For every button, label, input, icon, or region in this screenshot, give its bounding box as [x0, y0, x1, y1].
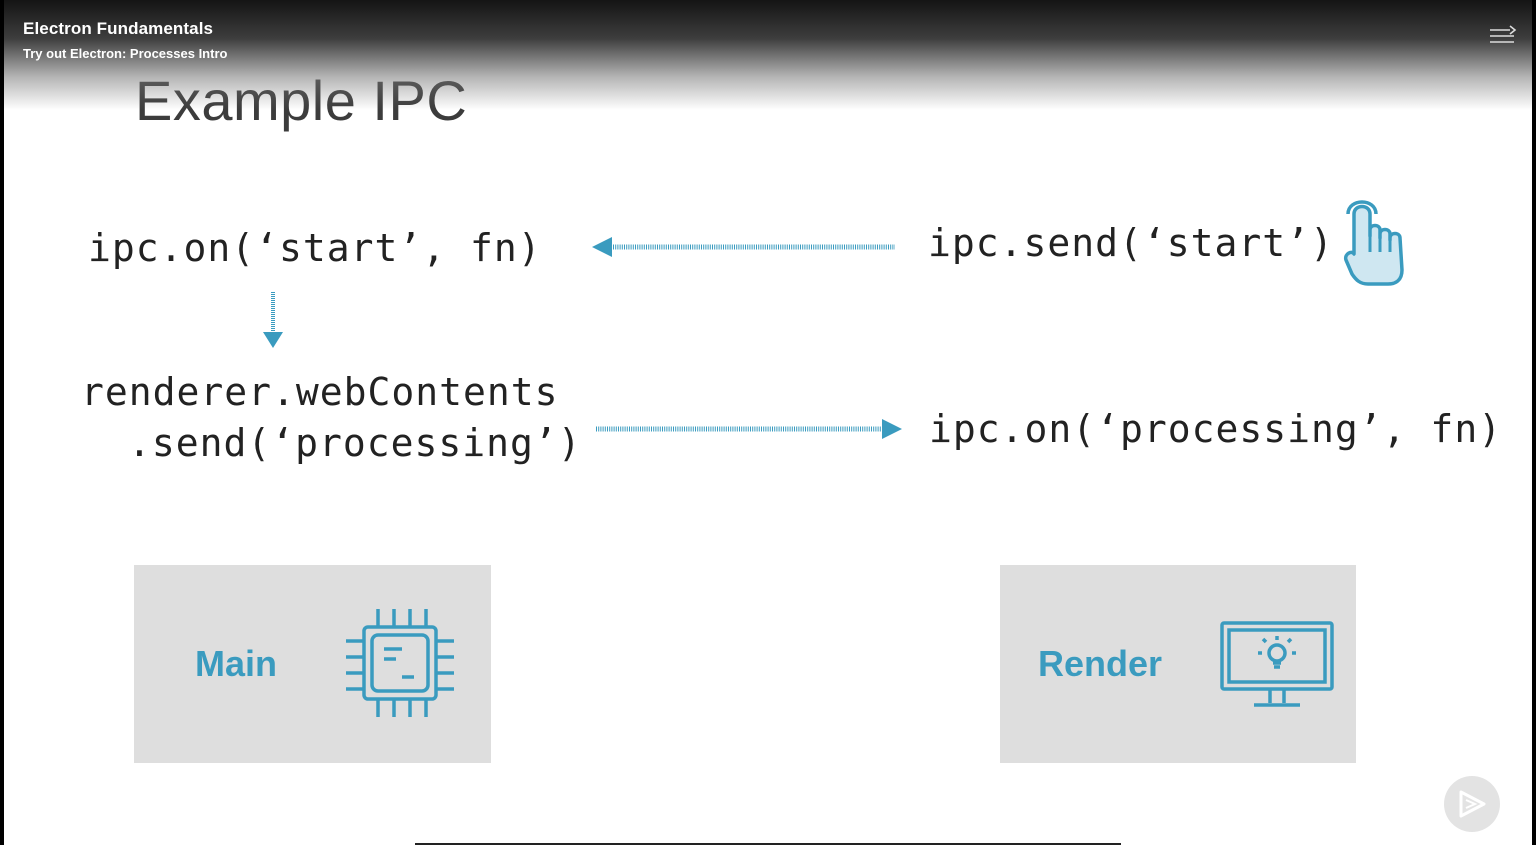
main-send-code-line2: .send(‘processing’) [128, 421, 582, 465]
progress-bar[interactable] [415, 843, 1121, 845]
player-header: Electron Fundamentals Try out Electron: … [4, 0, 1532, 110]
play-button[interactable] [1444, 776, 1500, 832]
main-send-code-line1: renderer.webContents [81, 370, 559, 414]
render-process-box: Render [1000, 565, 1356, 763]
monitor-lightbulb-icon [1220, 621, 1334, 707]
video-slide: Example IPC ipc.on(‘start’, fn) ipc.send… [4, 0, 1532, 845]
render-ipc-on-code: ipc.on(‘processing’, fn) [929, 407, 1503, 451]
arrow-down-icon [263, 292, 283, 348]
module-title: Try out Electron: Processes Intro [23, 46, 228, 61]
arrow-left-icon [592, 237, 895, 257]
play-icon [1459, 790, 1486, 818]
menu-icon[interactable] [1488, 22, 1518, 46]
main-ipc-on-code: ipc.on(‘start’, fn) [88, 226, 542, 270]
render-ipc-send-code: ipc.send(‘start’) [928, 221, 1334, 265]
hand-pointer-icon [1343, 200, 1404, 286]
main-process-label: Main [195, 643, 278, 684]
arrow-right-icon [596, 419, 902, 439]
render-process-label: Render [1038, 643, 1163, 684]
cpu-chip-icon [346, 609, 454, 717]
course-title: Electron Fundamentals [23, 19, 214, 38]
main-process-box: Main [134, 565, 491, 763]
